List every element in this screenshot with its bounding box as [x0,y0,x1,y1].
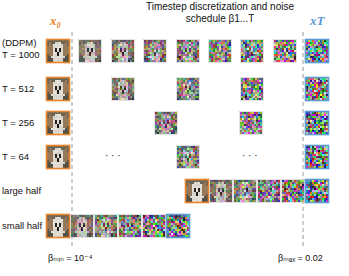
image-frame [177,40,200,63]
image-frame [47,215,70,238]
image-frame [167,215,190,238]
image-frame [177,146,200,169]
x0-label: x₀ [50,14,61,29]
image-frame [112,40,135,63]
thumbnail-group [47,40,329,238]
row-label: small half [2,221,42,232]
image-frame [186,180,209,203]
image-frame [95,215,118,238]
image-frame [144,40,167,63]
row-label: T = 1000 [2,50,40,61]
image-frame [282,180,305,203]
image-frame [306,78,329,101]
image-frame [71,215,94,238]
image-frame [79,40,102,63]
image-frame [119,215,142,238]
row-label: (DDPM) [2,38,36,49]
image-frame [209,40,232,63]
image-frame [306,112,329,135]
image-frame [47,112,70,135]
image-frame [112,78,135,101]
beta-max-label: βₘₐₓ = 0.02 [278,253,323,263]
image-frame [47,146,70,169]
guide-line [303,32,304,246]
image-frame [47,78,70,101]
ellipsis: · · · [242,150,258,162]
row-label: T = 256 [2,118,34,129]
image-frame [274,40,297,63]
image-frame [241,40,264,63]
image-frame [210,180,233,203]
row-label: T = 512 [2,84,34,95]
image-frame [306,40,329,63]
image-frame [240,112,263,135]
xT-label: xT [310,14,324,29]
guide-line [72,32,73,246]
image-frame [177,78,200,101]
image-frame [258,180,281,203]
image-frame [234,180,257,203]
image-frame [155,112,178,135]
title: Timestep discretization and noise schedu… [130,1,310,24]
row-label: large half [2,186,41,197]
row-label: T = 64 [2,152,29,163]
ellipsis: · · · [105,150,121,162]
image-frame [306,146,329,169]
image-frame [143,215,166,238]
beta-min-label: βₘᵢₙ = 10⁻⁴ [48,253,93,263]
image-frame [306,180,329,203]
image-frame [241,78,264,101]
image-frame [47,40,70,63]
